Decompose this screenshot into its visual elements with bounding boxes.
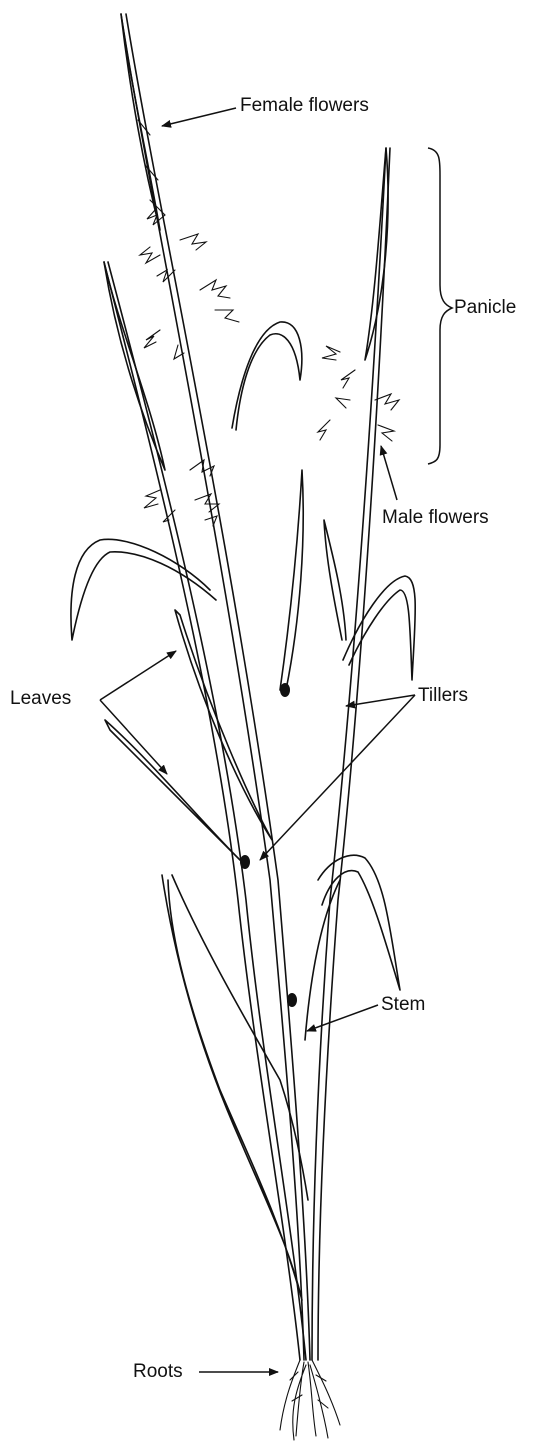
label-stem: Stem (381, 995, 425, 1014)
panicle-bracket (428, 148, 452, 464)
left-panicle-spike (104, 262, 165, 470)
label-tillers: Tillers (418, 686, 468, 705)
label-roots: Roots (133, 1362, 183, 1381)
label-female-flowers: Female flowers (240, 96, 369, 115)
male-flower-tufts (318, 346, 399, 441)
roots (280, 1360, 340, 1440)
label-leaves: Leaves (10, 689, 71, 708)
female-panicle-spike (121, 14, 165, 230)
leaves (71, 322, 415, 1300)
label-panicle: Panicle (454, 298, 516, 317)
label-male-flowers: Male flowers (382, 508, 489, 527)
female-flower-tufts (140, 210, 239, 526)
